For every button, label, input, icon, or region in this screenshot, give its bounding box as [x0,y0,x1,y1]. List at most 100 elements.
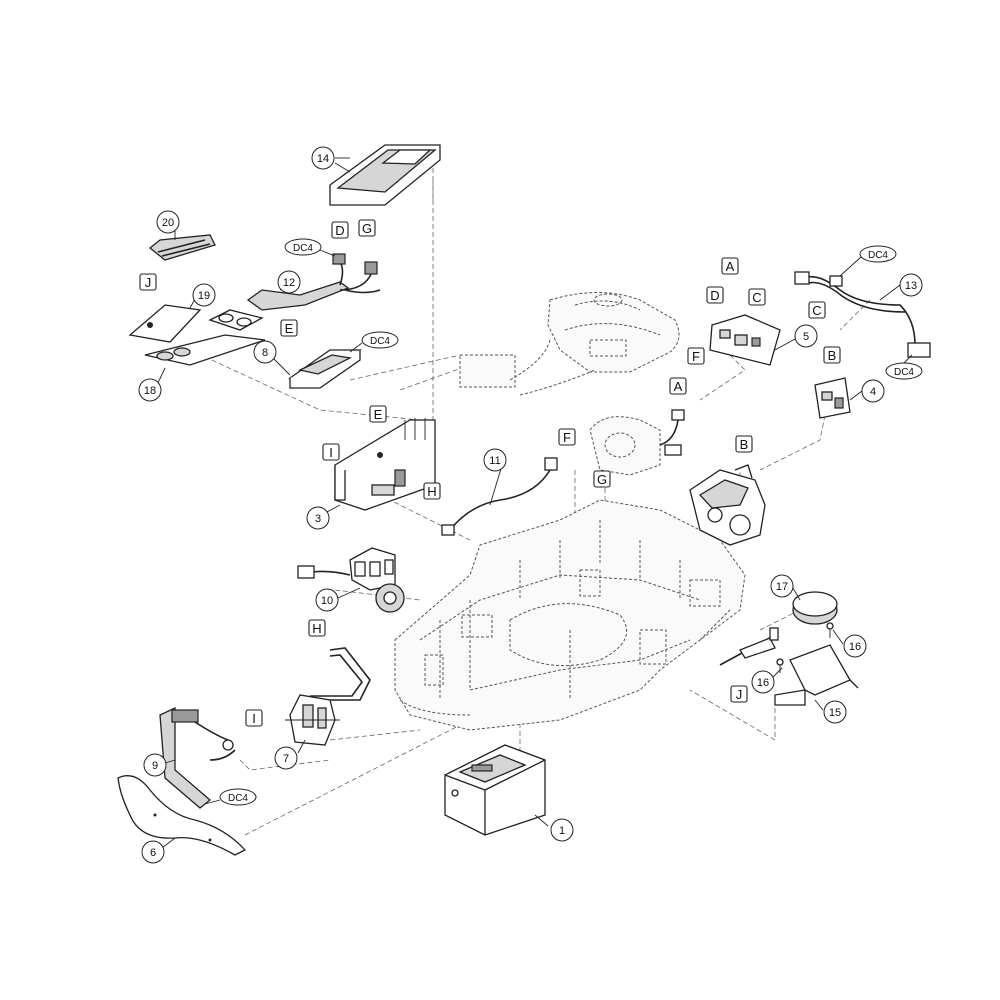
ref-f-wire: F [558,428,576,446]
callout-16-lower: 16 [751,670,775,694]
svg-text:E: E [285,321,294,336]
callout-9: 9 [143,753,167,777]
ref-b-upper: B [823,346,841,364]
svg-text:C: C [812,303,821,318]
svg-text:D: D [710,288,719,303]
callout-5: 5 [794,324,818,348]
svg-text:H: H [312,621,321,636]
leader-lines [156,157,901,849]
ref-j-lower: J [730,685,748,703]
svg-text:G: G [597,472,607,487]
callout-19: 19 [192,283,216,307]
ref-i-lower: I [245,709,263,727]
svg-text:D: D [335,223,344,238]
ref-a-upper: A [721,257,739,275]
callout-17: 17 [770,574,794,598]
part-3-control-board [334,418,436,511]
svg-text:J: J [736,687,743,702]
dc4-label-harness-top: DC4 [859,245,897,263]
svg-text:G: G [362,221,372,236]
drive-motor-a-ghost [589,409,685,476]
svg-text:F: F [692,349,700,364]
ref-e-board: E [369,405,387,423]
callout-15: 15 [823,700,847,724]
ref-f-right: F [687,347,705,365]
part-20-flex-cable [148,234,216,261]
part-15-bracket [774,644,859,706]
part-17-disc [792,591,838,625]
part-7-wheel-mount [285,694,340,746]
callout-3: 3 [306,506,330,530]
ref-g-chassis: G [593,470,611,488]
svg-text:18: 18 [144,385,156,397]
svg-text:4: 4 [870,386,876,398]
drive-motor-b [689,464,766,546]
callouts: 14 20 19 12 8 18 3 11 5 13 4 10 7 9 6 1 … [138,146,923,864]
ref-h-cable: H [308,619,326,637]
part-1-battery [444,744,546,836]
svg-text:E: E [374,407,383,422]
svg-text:20: 20 [162,217,174,229]
svg-text:9: 9 [152,760,158,772]
svg-text:A: A [674,379,683,394]
svg-text:13: 13 [905,280,917,292]
svg-text:7: 7 [283,753,289,765]
svg-text:3: 3 [315,513,321,525]
part-4-board [814,377,851,419]
callout-13: 13 [899,273,923,297]
svg-text:16: 16 [757,677,769,689]
part-10-motor [297,547,405,613]
svg-text:8: 8 [262,347,268,359]
part-18-membrane [144,334,266,366]
top-deck-ghost [459,292,680,396]
part-16-screws [776,622,834,673]
svg-text:19: 19 [198,290,210,302]
ref-c-board: C [748,288,766,306]
svg-text:14: 14 [317,153,329,165]
part-j-pin [719,627,779,666]
connector-labels: DC4 DC4 DC4 DC4 DC4 [204,238,923,806]
part-12-harness [246,253,381,311]
svg-text:17: 17 [776,581,788,593]
callout-10: 10 [315,588,339,612]
dc4-label-bracket: DC4 [361,331,399,349]
ref-j-left: J [139,273,157,291]
callout-1: 1 [550,818,574,842]
ref-e-left: E [280,319,298,337]
svg-text:11: 11 [489,455,500,467]
part-5-board [709,314,781,366]
callout-12: 12 [277,270,301,294]
svg-text:I: I [329,445,333,460]
mower-chassis [394,499,746,731]
svg-text:C: C [752,290,761,305]
ref-d-right: D [706,286,724,304]
svg-text:H: H [427,484,436,499]
callout-14: 14 [311,146,335,170]
callout-6: 6 [141,840,165,864]
part-13-harness [794,271,931,358]
part-h-cable [310,647,371,701]
svg-text:1: 1 [559,825,565,837]
svg-text:B: B [828,348,837,363]
svg-text:DC4: DC4 [370,336,390,347]
svg-text:B: B [740,437,749,452]
svg-text:I: I [252,711,256,726]
svg-text:6: 6 [150,847,156,859]
svg-text:J: J [145,275,152,290]
part-19-panel [128,304,264,343]
ref-c-harness: C [808,301,826,319]
part-9-flex-cable [159,706,236,809]
svg-text:16: 16 [849,641,861,653]
callout-8: 8 [253,340,277,364]
ref-i-board: I [322,443,340,461]
assembly-guide-lines [189,160,871,836]
svg-text:DC4: DC4 [894,367,914,378]
part-8-bracket [287,349,363,389]
reference-letters: D G J E E I H A D C C F B A F B G H I J [139,219,841,727]
svg-text:10: 10 [321,595,333,607]
part-11-wire [441,457,558,536]
svg-text:12: 12 [283,277,295,289]
svg-text:F: F [563,430,571,445]
callout-7: 7 [274,746,298,770]
